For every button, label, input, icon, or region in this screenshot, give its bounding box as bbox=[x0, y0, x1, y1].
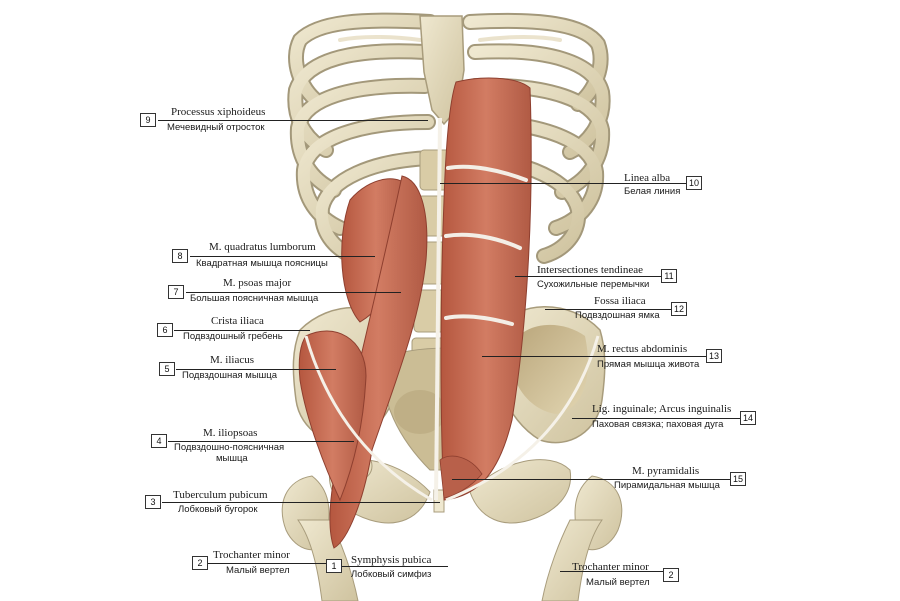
leader-line-11 bbox=[515, 276, 663, 277]
label-number-15: 15 bbox=[730, 472, 746, 486]
label-number-13: 13 bbox=[706, 349, 722, 363]
leader-line-9 bbox=[158, 120, 428, 121]
label-number-5: 5 bbox=[159, 362, 175, 376]
label-latin-inguinal: Lig. inguinale; Arcus inguinalis bbox=[592, 403, 732, 415]
label-russian-iliacus: Подвздошная мышца bbox=[182, 370, 277, 381]
label-russian-crista: Подвздошный гребень bbox=[183, 331, 283, 342]
leader-line-1 bbox=[342, 566, 448, 567]
label-number-4: 4 bbox=[151, 434, 167, 448]
label-latin-trochanter-left: Trochanter minor bbox=[213, 549, 290, 561]
label-number-1: 1 bbox=[326, 559, 342, 573]
label-russian-iliopsoas: Подвздошно-поясничная bbox=[174, 442, 285, 453]
leader-line-7 bbox=[186, 292, 401, 293]
label-latin-fossa: Fossa iliaca bbox=[594, 295, 646, 307]
label-russian-pyramidalis: Пирамидальная мышца bbox=[614, 480, 720, 491]
leader-line-2-left bbox=[208, 563, 326, 564]
label-number-2-right: 2 bbox=[663, 568, 679, 582]
label-number-14: 14 bbox=[740, 411, 756, 425]
label-number-8: 8 bbox=[172, 249, 188, 263]
label-latin-iliopsoas: M. iliopsoas bbox=[203, 427, 258, 439]
leader-line-12 bbox=[545, 309, 673, 310]
leader-line-13 bbox=[482, 356, 708, 357]
label-number-11: 11 bbox=[661, 269, 677, 283]
label-russian-fossa: Подвздошная ямка bbox=[575, 310, 660, 321]
label-russian-quadratus: Квадратная мышца поясницы bbox=[196, 258, 328, 269]
label-latin-trochanter-right: Trochanter minor bbox=[572, 561, 649, 573]
label-number-9: 9 bbox=[140, 113, 156, 127]
label-latin-tuberculum: Tuberculum pubicum bbox=[173, 489, 268, 501]
leader-line-14 bbox=[572, 418, 740, 419]
label-latin-intersectiones: Intersectiones tendineae bbox=[537, 264, 643, 276]
label-number-6: 6 bbox=[157, 323, 173, 337]
label-number-2-left: 2 bbox=[192, 556, 208, 570]
label-russian-tuberculum: Лобковый бугорок bbox=[178, 504, 258, 515]
label-russian-linea-alba: Белая линия bbox=[624, 186, 681, 197]
label-latin-rectus: M. rectus abdominis bbox=[597, 343, 688, 355]
leader-line-6 bbox=[174, 330, 310, 331]
label-russian-trochanter-left: Малый вертел bbox=[226, 565, 290, 576]
leader-line-5 bbox=[176, 369, 336, 370]
label-latin-quadratus: M. quadratus lumborum bbox=[209, 241, 316, 253]
leader-line-4 bbox=[168, 441, 354, 442]
label-latin-linea-alba: Linea alba bbox=[624, 172, 671, 184]
label-latin-symphysis: Symphysis pubica bbox=[351, 554, 432, 566]
label-latin-xiphoid: Processus xiphoideus bbox=[171, 106, 266, 118]
label-russian-rectus: Прямая мышца живота bbox=[597, 359, 700, 370]
label-number-7: 7 bbox=[168, 285, 184, 299]
label-latin-pyramidalis: M. pyramidalis bbox=[632, 465, 700, 477]
label-latin-crista: Crista iliaca bbox=[211, 315, 264, 327]
leader-line-2-right bbox=[560, 571, 664, 572]
leader-line-8 bbox=[190, 256, 375, 257]
label-russian-trochanter-right: Малый вертел bbox=[586, 577, 650, 588]
label-number-3: 3 bbox=[145, 495, 161, 509]
label-number-12: 12 bbox=[671, 302, 687, 316]
label-number-10: 10 bbox=[686, 176, 702, 190]
leader-line-10 bbox=[440, 183, 688, 184]
ligaments bbox=[304, 117, 600, 502]
label-russian-symphysis: Лобковый симфиз bbox=[351, 569, 432, 580]
label-latin-iliacus: M. iliacus bbox=[210, 354, 254, 366]
leader-line-15 bbox=[452, 479, 732, 480]
label-russian-intersectiones: Сухожильные перемычки bbox=[537, 279, 650, 290]
leader-line-3 bbox=[162, 502, 440, 503]
label-russian-inguinal: Паховая связка; паховая дуга bbox=[592, 419, 724, 430]
label-russian-psoas: Большая поясничная мышца bbox=[190, 293, 319, 304]
label-latin-psoas: M. psoas major bbox=[223, 277, 292, 289]
label-russian-xiphoid: Мечевидный отросток bbox=[167, 122, 265, 133]
label-russian-iliopsoas-line2: мышца bbox=[216, 453, 248, 464]
